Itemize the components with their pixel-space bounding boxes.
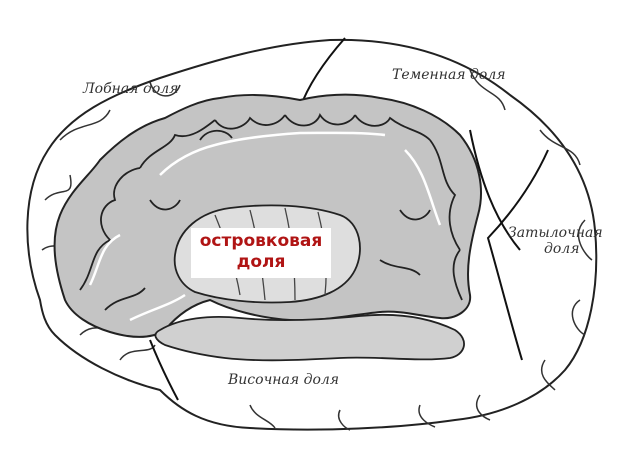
white-matter-lines	[88, 131, 442, 322]
insula-label-box: островковая доля	[191, 228, 331, 278]
cortex-folds	[79, 113, 463, 311]
lobe-boundaries	[149, 37, 549, 401]
temporal-lobe-label: Височная доля	[228, 372, 340, 388]
occipital-lobe-label-line1: Затылочная	[508, 225, 603, 241]
parietal-lobe-label: Теменная доля	[392, 67, 506, 83]
frontal-lobe-label: Лобная доля	[83, 81, 179, 97]
insula-label-line1: островковая	[199, 231, 323, 251]
insula-label-line2: доля	[236, 252, 286, 272]
temporal-band	[154, 313, 465, 362]
occipital-lobe-label: Затылочная доля	[508, 225, 603, 257]
occipital-lobe-label-line2: доля	[544, 241, 580, 258]
